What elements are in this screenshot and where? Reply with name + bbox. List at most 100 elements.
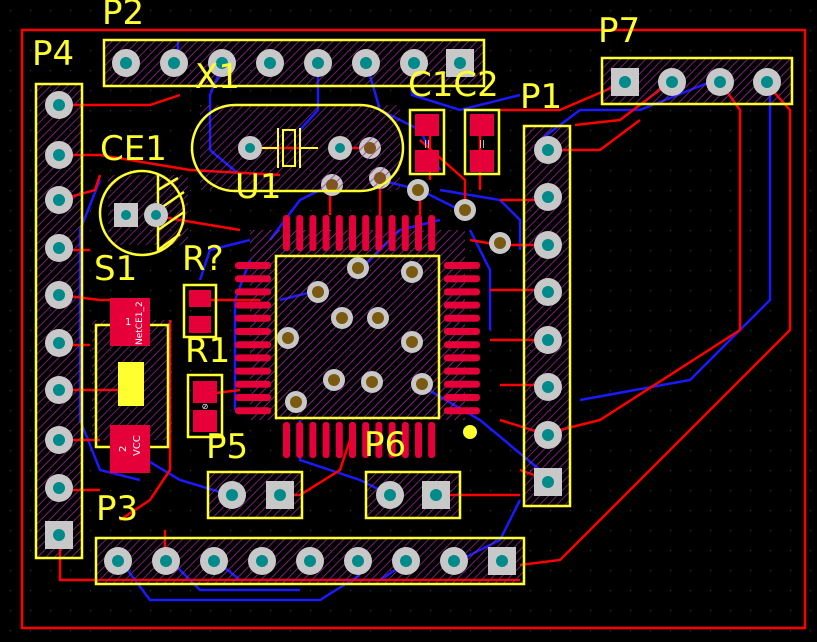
connector-p1-pad[interactable]	[534, 468, 562, 496]
u1-pin	[235, 380, 271, 388]
connector-p3-pad[interactable]	[488, 547, 516, 575]
s1-switch[interactable]: 1 NetCE1_2 2 VCC	[92, 298, 172, 473]
u1-silkscreen	[274, 254, 441, 420]
via	[361, 371, 383, 393]
connector-p1-pad[interactable]	[534, 373, 562, 401]
connector-p4-pad[interactable]	[45, 474, 73, 502]
r1-resistor[interactable]: ⊘	[186, 373, 224, 439]
connector-p6-pad[interactable]	[376, 481, 404, 509]
connector-p6[interactable]	[364, 470, 462, 520]
r-unassigned-resistor[interactable]	[182, 283, 218, 339]
u1-pin	[235, 275, 271, 283]
connector-p5-pad[interactable]	[266, 481, 294, 509]
connector-p2-pad[interactable]	[160, 49, 188, 77]
u1-pin	[235, 341, 271, 349]
connector-p2-pad[interactable]	[112, 49, 140, 77]
u1-pin	[375, 215, 383, 251]
connector-p4[interactable]	[34, 82, 84, 560]
connector-p2-pad[interactable]	[446, 49, 474, 77]
u1-pin	[388, 422, 396, 458]
x1-crystal[interactable]	[190, 103, 405, 193]
label-u1: U1	[235, 167, 282, 207]
connector-p3[interactable]	[94, 536, 526, 586]
u1-pin	[375, 422, 383, 458]
connector-p7-pad[interactable]	[611, 68, 639, 96]
u1-pin	[283, 215, 290, 251]
c1-capacitor[interactable]: ||	[408, 108, 446, 176]
connector-p3-pad[interactable]	[440, 547, 468, 575]
s1-pin2-label: 2	[118, 446, 129, 452]
connector-p5-pad[interactable]	[218, 481, 246, 509]
u1-pin	[362, 215, 370, 251]
u1-pin	[362, 422, 370, 458]
connector-p7-pad[interactable]	[658, 68, 686, 96]
connector-p2-pad[interactable]	[400, 49, 428, 77]
connector-p4-pad[interactable]	[45, 376, 73, 404]
u1-pin	[415, 422, 422, 458]
u1-pin	[444, 288, 480, 296]
connector-p2-pad[interactable]	[256, 49, 284, 77]
connector-p3-pad[interactable]	[104, 547, 132, 575]
u1-pin	[415, 215, 422, 251]
u1-pin	[401, 215, 409, 251]
connector-p3-pad[interactable]	[344, 547, 372, 575]
u1-pin	[235, 314, 271, 322]
c2-capacitor[interactable]: ||	[463, 108, 501, 176]
connector-p1-pad[interactable]	[534, 326, 562, 354]
via	[454, 199, 476, 221]
connector-p4-pad[interactable]	[45, 521, 73, 549]
connector-p7-pad[interactable]	[753, 68, 781, 96]
u1-pin1-marker	[463, 425, 477, 439]
label-p1: P1	[520, 77, 562, 117]
connector-p4-pad[interactable]	[45, 329, 73, 357]
connector-p5[interactable]	[206, 470, 304, 520]
u1-pin	[235, 301, 271, 309]
connector-p1-pad[interactable]	[534, 183, 562, 211]
connector-p4-pad[interactable]	[45, 91, 73, 119]
connector-p2-pad[interactable]	[304, 49, 332, 77]
u1-pin	[444, 314, 480, 322]
connector-p1-pad[interactable]	[534, 231, 562, 259]
u1-pin	[444, 394, 480, 401]
u1-pin	[401, 422, 409, 458]
connector-p3-pad[interactable]	[152, 547, 180, 575]
connector-p3-pad[interactable]	[296, 547, 324, 575]
u1-pin	[235, 407, 271, 415]
label-r1: R1	[185, 331, 230, 371]
via	[411, 373, 433, 395]
label-p7: P7	[598, 11, 640, 51]
s1-pin1-label: 1	[125, 317, 131, 328]
u1-pin	[296, 215, 304, 251]
via	[277, 327, 299, 349]
connector-p7-pad[interactable]	[706, 68, 734, 96]
connector-p1[interactable]	[522, 124, 572, 508]
vcc-label: VCC	[132, 435, 143, 456]
connector-p7[interactable]	[600, 56, 794, 106]
connector-p3-pad[interactable]	[200, 547, 228, 575]
u1-pin	[388, 215, 396, 251]
connector-p3-pad[interactable]	[248, 547, 276, 575]
connector-p4-pad[interactable]	[45, 186, 73, 214]
connector-p2-pad[interactable]	[208, 49, 236, 77]
connector-p4-pad[interactable]	[45, 234, 73, 262]
connector-p3-pad[interactable]	[392, 547, 420, 575]
u1-pin	[296, 422, 304, 458]
connector-p1-pad[interactable]	[534, 278, 562, 306]
via	[401, 331, 423, 353]
connector-p1-pad[interactable]	[534, 421, 562, 449]
connector-p6-pad[interactable]	[422, 481, 450, 509]
u1-pin	[235, 354, 271, 362]
connector-p4-pad[interactable]	[45, 281, 73, 309]
u1-pin	[444, 380, 480, 388]
u1-pin	[309, 215, 317, 251]
connector-p4-pad[interactable]	[45, 426, 73, 454]
ce1-capacitor[interactable]	[98, 169, 188, 257]
via	[489, 232, 511, 254]
connector-p1-pad[interactable]	[534, 136, 562, 164]
connector-p2-pad[interactable]	[352, 49, 380, 77]
u1-pin	[309, 422, 317, 458]
connector-p4-pad[interactable]	[45, 141, 73, 169]
connector-p2[interactable]	[102, 38, 486, 88]
